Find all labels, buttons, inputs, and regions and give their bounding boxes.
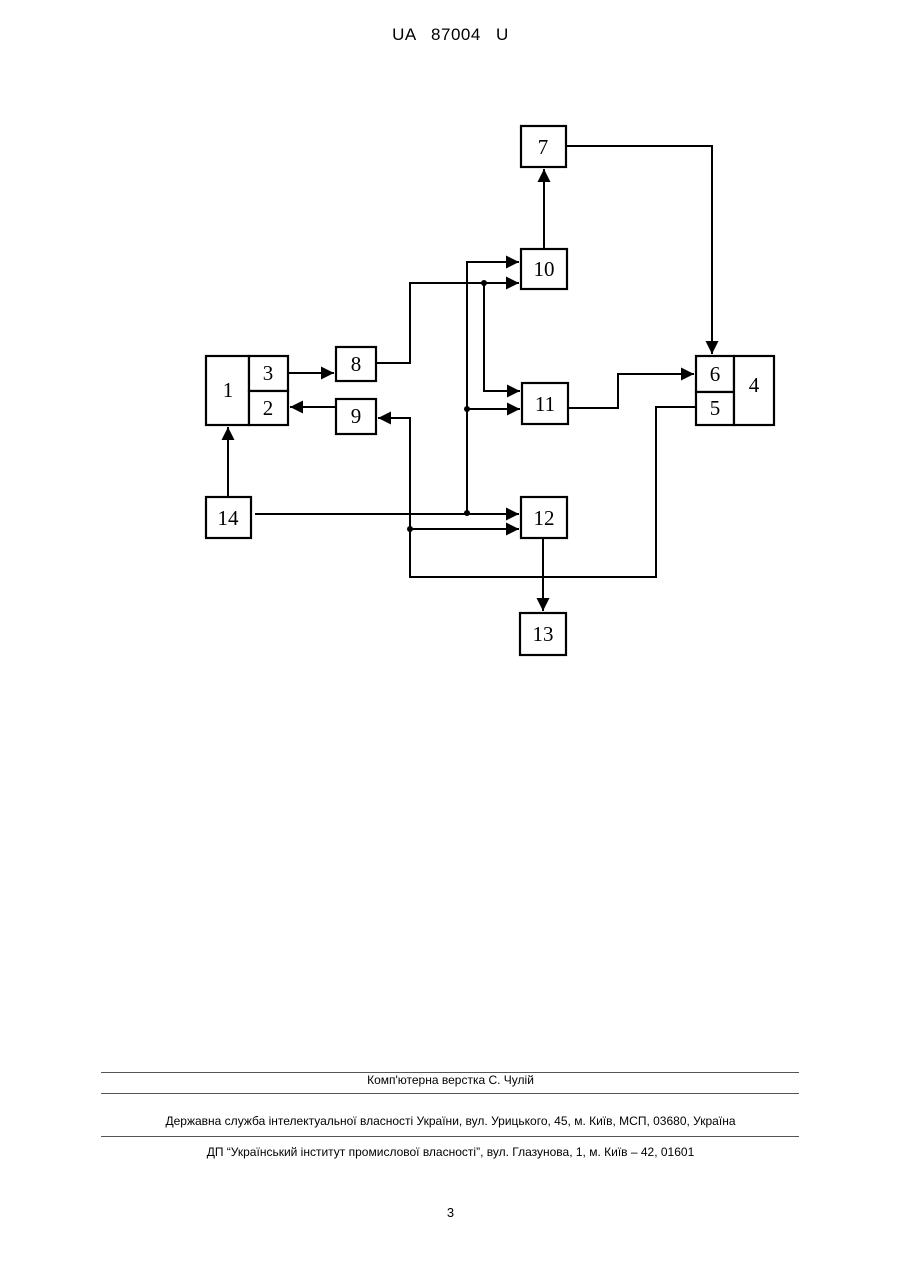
page-number: 3 bbox=[0, 1205, 901, 1220]
block-6: 6 bbox=[696, 356, 734, 392]
block-1-label: 1 bbox=[223, 378, 234, 402]
block-1: 1 bbox=[206, 356, 249, 425]
junction-dot bbox=[407, 526, 413, 532]
junction-dot bbox=[481, 280, 487, 286]
block-7-label: 7 bbox=[538, 135, 549, 159]
block-11: 11 bbox=[522, 383, 568, 424]
block-3: 3 bbox=[249, 356, 288, 391]
line-5-to-12-and-9 bbox=[378, 407, 696, 577]
block-4: 4 bbox=[734, 356, 774, 425]
block-8: 8 bbox=[336, 347, 376, 381]
block-12-label: 12 bbox=[534, 506, 555, 530]
block-9: 9 bbox=[336, 399, 376, 434]
block-9-label: 9 bbox=[351, 404, 362, 428]
footer-divider bbox=[101, 1136, 799, 1137]
block-5-label: 5 bbox=[710, 396, 721, 420]
block-14-label: 14 bbox=[218, 506, 240, 530]
block-10: 10 bbox=[521, 249, 567, 289]
block-6-label: 6 bbox=[710, 362, 721, 386]
block-11-label: 11 bbox=[535, 392, 555, 416]
line-8-to-10 bbox=[376, 283, 519, 363]
footer-agency: Державна служба інтелектуальної власност… bbox=[0, 1114, 901, 1128]
line-11-to-6 bbox=[568, 374, 694, 408]
block-2: 2 bbox=[249, 391, 288, 425]
block-3-label: 3 bbox=[263, 361, 274, 385]
footer-institute: ДП “Український інститут промислової вла… bbox=[0, 1145, 901, 1159]
block-2-label: 2 bbox=[263, 396, 274, 420]
block-5: 5 bbox=[696, 392, 734, 425]
junction-dot bbox=[464, 406, 470, 412]
block-13-label: 13 bbox=[533, 622, 554, 646]
block-4-label: 4 bbox=[749, 373, 760, 397]
block-12: 12 bbox=[521, 497, 567, 538]
block-8-label: 8 bbox=[351, 352, 362, 376]
line-8-branch-to-11 bbox=[484, 283, 520, 391]
footer-typesetting: Комп'ютерна верстка С. Чулій bbox=[0, 1073, 901, 1087]
block-14: 14 bbox=[206, 497, 251, 538]
line-7-to-6 bbox=[566, 146, 712, 354]
line-bus-to-10 bbox=[467, 262, 519, 513]
junction-dot bbox=[464, 510, 470, 516]
block-7: 7 bbox=[521, 126, 566, 167]
footer-divider bbox=[101, 1093, 799, 1094]
block-10-label: 10 bbox=[534, 257, 555, 281]
block-13: 13 bbox=[520, 613, 566, 655]
